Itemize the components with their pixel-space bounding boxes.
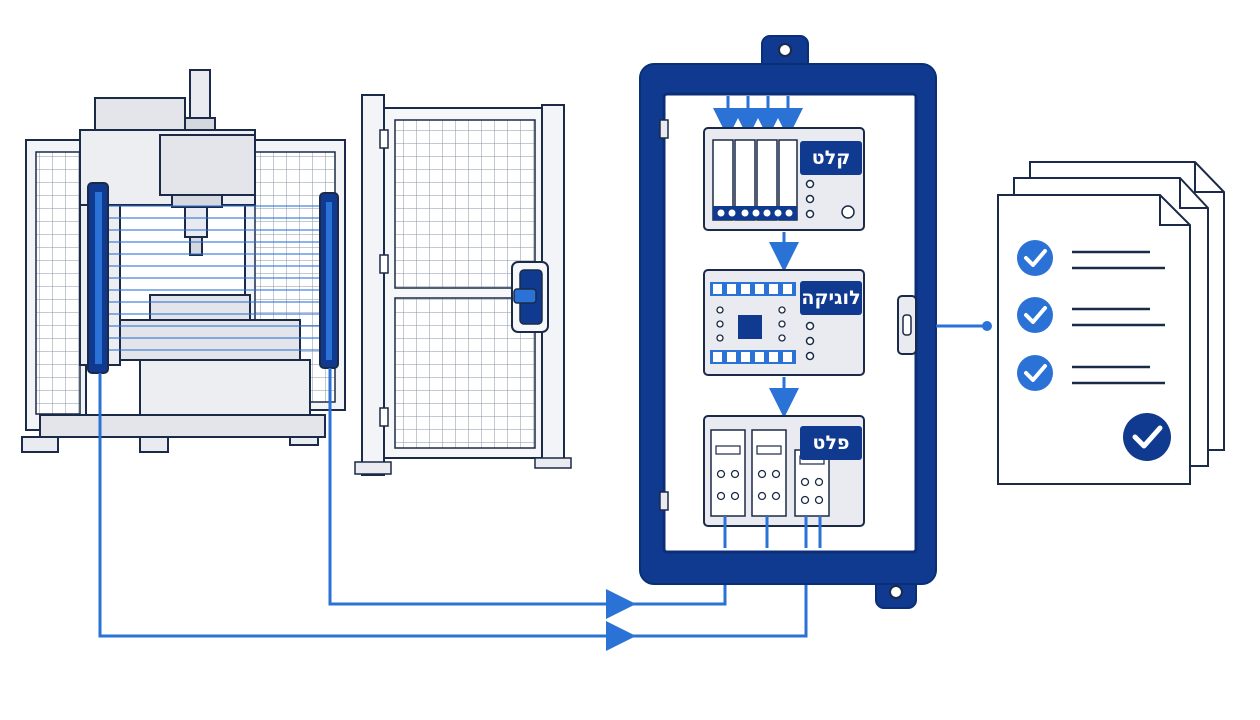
light-curtain-beams [104, 205, 326, 351]
wire-emitter-to-output [98, 373, 636, 651]
door-interlock-icon [511, 261, 549, 333]
check-circle-icon [1017, 355, 1053, 391]
check-circle-icon [1017, 240, 1053, 276]
checklist-documents-icon [997, 161, 1225, 485]
wire-receiver-to-output [328, 368, 636, 619]
logic-module-label: לוגיקה [801, 287, 860, 309]
checklist-item [1017, 240, 1165, 276]
input-module: קלט [703, 127, 865, 231]
light-curtain-icon [87, 182, 339, 374]
logic-module: לוגיקה [703, 269, 865, 376]
output-module-label: פלט [813, 432, 850, 454]
checklist-item [1017, 355, 1165, 391]
output-module: פלט [703, 415, 865, 548]
machine-cell [21, 69, 346, 453]
approval-check-icon [1123, 413, 1171, 461]
input-module-label: קלט [812, 147, 850, 169]
check-circle-icon [1017, 297, 1053, 333]
checklist-item [1017, 297, 1165, 333]
cabinet-to-documents-link [936, 321, 992, 331]
incoming-wires [713, 96, 803, 138]
control-cabinet: קלט לוגיקה [639, 35, 992, 609]
